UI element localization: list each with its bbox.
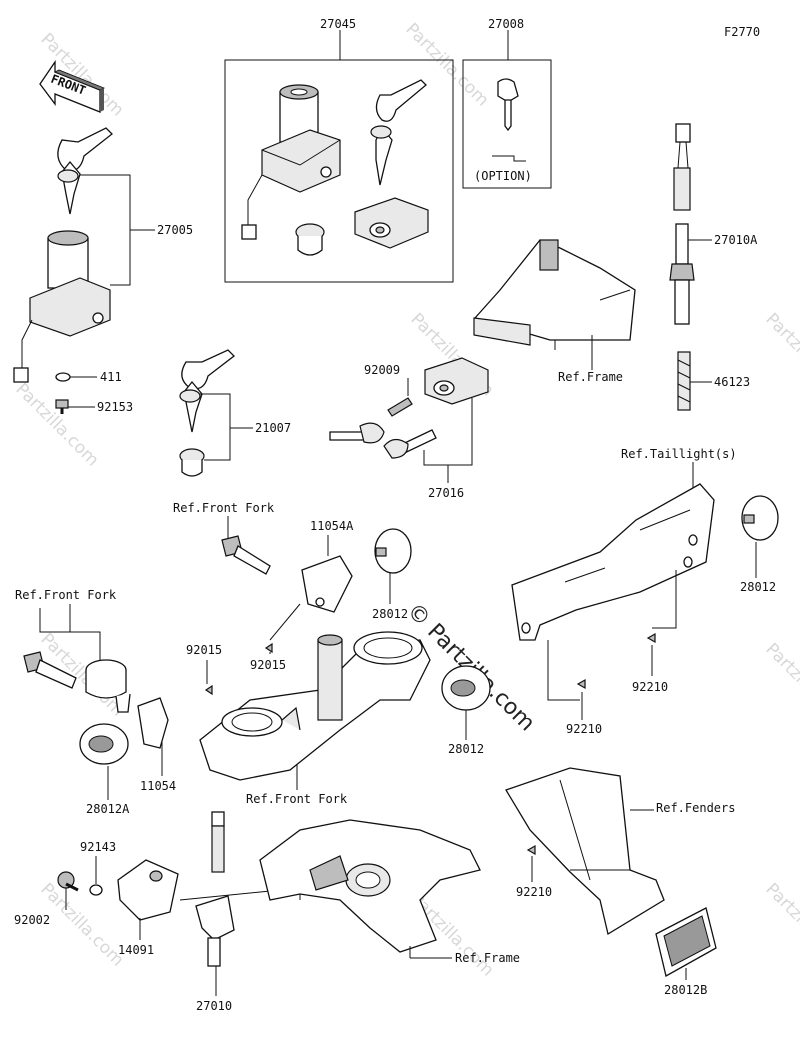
part-label: 27010 [196, 999, 232, 1013]
frame-bracket-icon [473, 239, 636, 350]
nut-icon [576, 678, 586, 690]
part-label: 27045 [320, 17, 356, 31]
nut-icon [526, 844, 536, 856]
option-label: (OPTION) [474, 169, 532, 183]
watermark: Partzilla.com [761, 879, 800, 970]
part-label: 28012A [86, 802, 130, 816]
ref-label: Ref.Front Fork [173, 501, 275, 515]
part-label: 411 [100, 370, 122, 384]
reflector-bracket-icon [301, 555, 353, 613]
washer-icon [55, 372, 71, 382]
switch-harness-icon [195, 811, 235, 967]
ref-label: Ref.Front Fork [15, 588, 117, 602]
part-label: 27005 [157, 223, 193, 237]
part-label: 28012B [664, 983, 707, 997]
watermark: Partzilla.com [11, 379, 102, 470]
fender-icon [505, 767, 665, 936]
part-label: 28012 [740, 580, 776, 594]
reflector-cap-icon [374, 528, 412, 574]
lock-cylinder-icon [179, 448, 205, 477]
rear-reflector-icon [655, 907, 717, 977]
key-icon [329, 422, 437, 459]
part-label: 27010A [714, 233, 758, 247]
part-label: 11054A [310, 519, 354, 533]
nut-icon [264, 642, 273, 654]
part-label: 92210 [632, 680, 668, 694]
reflector-bracket-icon [137, 697, 169, 749]
part-label: 28012 [372, 607, 408, 621]
part-label: 28012 [448, 742, 484, 756]
seat-lock-icon [424, 357, 489, 405]
ref-label: Ref.Fenders [656, 801, 735, 815]
part-label: 92015 [250, 658, 286, 672]
taillight-bracket-icon [511, 483, 715, 641]
key-icon [179, 349, 235, 433]
switch-harness-icon [669, 123, 695, 325]
clamp-collar-icon [85, 659, 131, 713]
spring-icon [677, 351, 691, 411]
ref-label: Ref.Taillight(s) [621, 447, 737, 461]
cover-icon [117, 859, 179, 921]
screw-icon [387, 397, 413, 417]
watermark: Partzilla.com [761, 309, 800, 400]
lock-cylinder-icon [295, 223, 325, 256]
ignition-switch-set-box [224, 59, 454, 283]
bolt-icon [23, 651, 77, 689]
watermark: Partzilla.com [36, 879, 127, 970]
ignition-switch-icon [13, 230, 111, 383]
ref-label: Ref.Frame [455, 951, 520, 965]
ref-label: Ref.Frame [558, 370, 623, 384]
part-label: 21007 [255, 421, 291, 435]
frame-section-icon [259, 819, 481, 953]
part-label: 27008 [488, 17, 524, 31]
watermark: Partzilla.com [761, 639, 800, 730]
part-label: 14091 [118, 943, 154, 957]
part-label: 46123 [714, 375, 750, 389]
reflector-icon [441, 665, 491, 711]
part-label: 92153 [97, 400, 133, 414]
part-label: 27016 [428, 486, 464, 500]
nut-icon [646, 632, 656, 644]
part-label: 92015 [186, 643, 222, 657]
key-icon [370, 79, 427, 186]
ref-label: Ref.Front Fork [246, 792, 348, 806]
watermark: Partzilla.com [401, 19, 492, 110]
triple-clamp-icon [199, 631, 431, 781]
part-label: 92210 [516, 885, 552, 899]
part-label: 92009 [364, 363, 400, 377]
nut-icon [204, 684, 213, 696]
bolt-icon [221, 535, 271, 575]
figure-code: F2770 [724, 25, 760, 39]
bolt-icon [55, 399, 69, 414]
seat-lock-icon [354, 197, 429, 249]
part-label: 92002 [14, 913, 50, 927]
washer-icon [89, 884, 103, 896]
part-label: 92210 [566, 722, 602, 736]
part-label: 92143 [80, 840, 116, 854]
blank-key-icon [492, 78, 526, 162]
part-label: 11054 [140, 779, 176, 793]
reflector-cap-icon [741, 495, 779, 541]
reflector-icon [79, 723, 129, 765]
ignition-switch-icon [241, 84, 341, 240]
option-key-box [462, 59, 552, 189]
key-icon [57, 127, 113, 215]
bolt-icon [57, 871, 79, 892]
